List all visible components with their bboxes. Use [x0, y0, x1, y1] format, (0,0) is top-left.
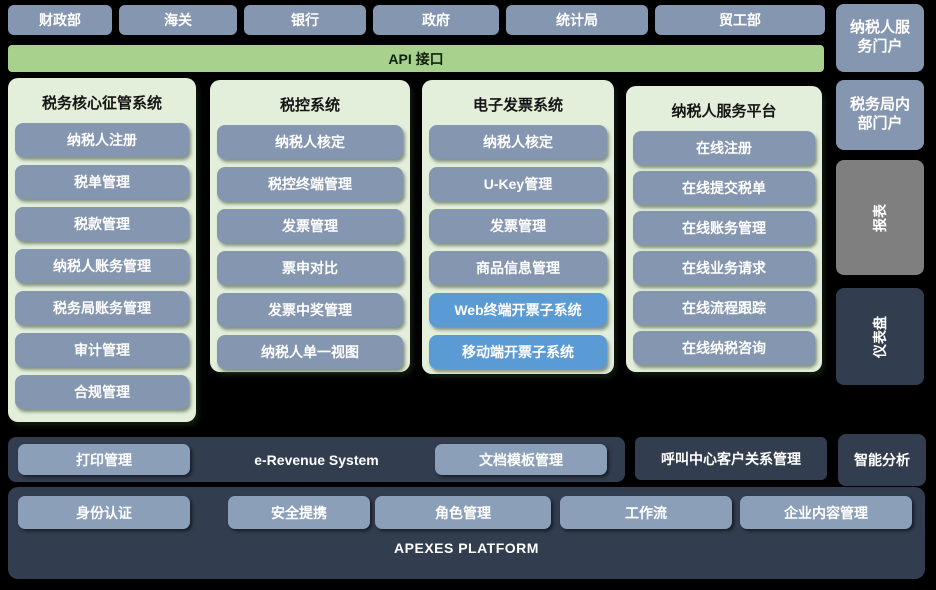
tax-bureau-internal-portal-box: 税务局内部门户 [836, 80, 924, 150]
module-taxpayer-single-view: 纳税人单一视图 [217, 335, 403, 369]
module-compliance-management: 合规管理 [15, 375, 189, 409]
reports-vertical-label: 报表 [872, 203, 888, 232]
ministry-box-trade-industry: 贸工部 [655, 5, 825, 35]
module-invoice-management: 发票管理 [429, 209, 607, 243]
ministry-box-statistics: 统计局 [506, 5, 648, 35]
module-online-business-request: 在线业务请求 [633, 251, 815, 285]
module-security: 安全提携 [228, 496, 370, 529]
ministry-box-customs: 海关 [119, 5, 237, 35]
module-ukey-management: U-Key管理 [429, 167, 607, 201]
dashboard-vertical-label: 仪表盘 [872, 315, 888, 358]
module-print-management: 打印管理 [18, 444, 190, 475]
module-taxpayer-registration: 纳税人注册 [15, 123, 189, 157]
module-invoice-management: 发票管理 [217, 209, 403, 243]
panel-e-invoice-system: 电子发票系统 纳税人核定 U-Key管理 发票管理 商品信息管理 Web终端开票… [422, 80, 614, 374]
module-identity-authentication: 身份认证 [18, 496, 190, 529]
dashboard-box: 仪表盘 [836, 288, 924, 385]
module-online-tax-consultation: 在线纳税咨询 [633, 331, 815, 365]
api-interface-bar: API 接口 [8, 45, 824, 72]
module-invoice-declaration-comparison: 票申对比 [217, 251, 403, 285]
module-taxpayer-account-management: 纳税人账务管理 [15, 249, 189, 283]
ministry-box-bank: 银行 [244, 5, 366, 35]
apexes-platform-title: APEXES PLATFORM [394, 540, 539, 556]
module-mobile-invoicing-subsystem: 移动端开票子系统 [429, 335, 607, 369]
panel-tax-core-system: 税务核心征管系统 纳税人注册 税单管理 税款管理 纳税人账务管理 税务局账务管理… [8, 78, 196, 422]
call-center-crm-box: 呼叫中心客户关系管理 [635, 437, 827, 480]
module-taxpayer-verification: 纳税人核定 [429, 125, 607, 159]
erevenue-system-bar: 打印管理 e-Revenue System 文档模板管理 [8, 437, 625, 482]
module-goods-info-management: 商品信息管理 [429, 251, 607, 285]
reports-box: 报表 [836, 160, 924, 275]
module-workflow: 工作流 [560, 496, 732, 529]
module-invoice-lottery-management: 发票中奖管理 [217, 293, 403, 327]
panel-items: 在线注册 在线提交税单 在线账务管理 在线业务请求 在线流程跟踪 在线纳税咨询 [626, 129, 822, 365]
module-online-registration: 在线注册 [633, 131, 815, 165]
module-audit-management: 审计管理 [15, 333, 189, 367]
module-online-tax-bill-submission: 在线提交税单 [633, 171, 815, 205]
panel-taxpayer-service-platform: 纳税人服务平台 在线注册 在线提交税单 在线账务管理 在线业务请求 在线流程跟踪… [626, 86, 822, 372]
module-role-management: 角色管理 [375, 496, 551, 529]
module-tax-control-terminal-management: 税控终端管理 [217, 167, 403, 201]
smart-analysis-box: 智能分析 [838, 434, 926, 486]
module-online-account-management: 在线账务管理 [633, 211, 815, 245]
module-bureau-account-management: 税务局账务管理 [15, 291, 189, 325]
ministry-box-government: 政府 [373, 5, 499, 35]
module-online-process-tracking: 在线流程跟踪 [633, 291, 815, 325]
panel-title: 税务核心征管系统 [41, 95, 162, 112]
panel-items: 纳税人核定 U-Key管理 发票管理 商品信息管理 Web终端开票子系统 移动端… [422, 123, 614, 369]
module-document-template-management: 文档模板管理 [435, 444, 607, 475]
panel-title: 税控系统 [279, 97, 340, 114]
taxpayer-service-portal-box: 纳税人服务门户 [836, 4, 924, 72]
module-enterprise-content-management: 企业内容管理 [740, 496, 912, 529]
ministry-box-finance: 财政部 [8, 5, 112, 35]
panel-items: 纳税人注册 税单管理 税款管理 纳税人账务管理 税务局账务管理 审计管理 合规管… [8, 121, 196, 409]
panel-items: 纳税人核定 税控终端管理 发票管理 票申对比 发票中奖管理 纳税人单一视图 [210, 123, 410, 369]
apexes-platform-bar: 身份认证 安全提携 角色管理 工作流 企业内容管理 APEXES PLATFOR… [8, 487, 925, 579]
module-tax-payment-management: 税款管理 [15, 207, 189, 241]
panel-title: 电子发票系统 [472, 97, 563, 114]
panel-title: 纳税人服务平台 [671, 103, 777, 120]
panel-tax-control-system: 税控系统 纳税人核定 税控终端管理 发票管理 票申对比 发票中奖管理 纳税人单一… [210, 80, 410, 372]
module-tax-bill-management: 税单管理 [15, 165, 189, 199]
module-web-invoicing-subsystem: Web终端开票子系统 [429, 293, 607, 327]
external-systems-row: 财政部 海关 银行 政府 统计局 贸工部 [8, 5, 825, 35]
module-taxpayer-verification: 纳税人核定 [217, 125, 403, 159]
